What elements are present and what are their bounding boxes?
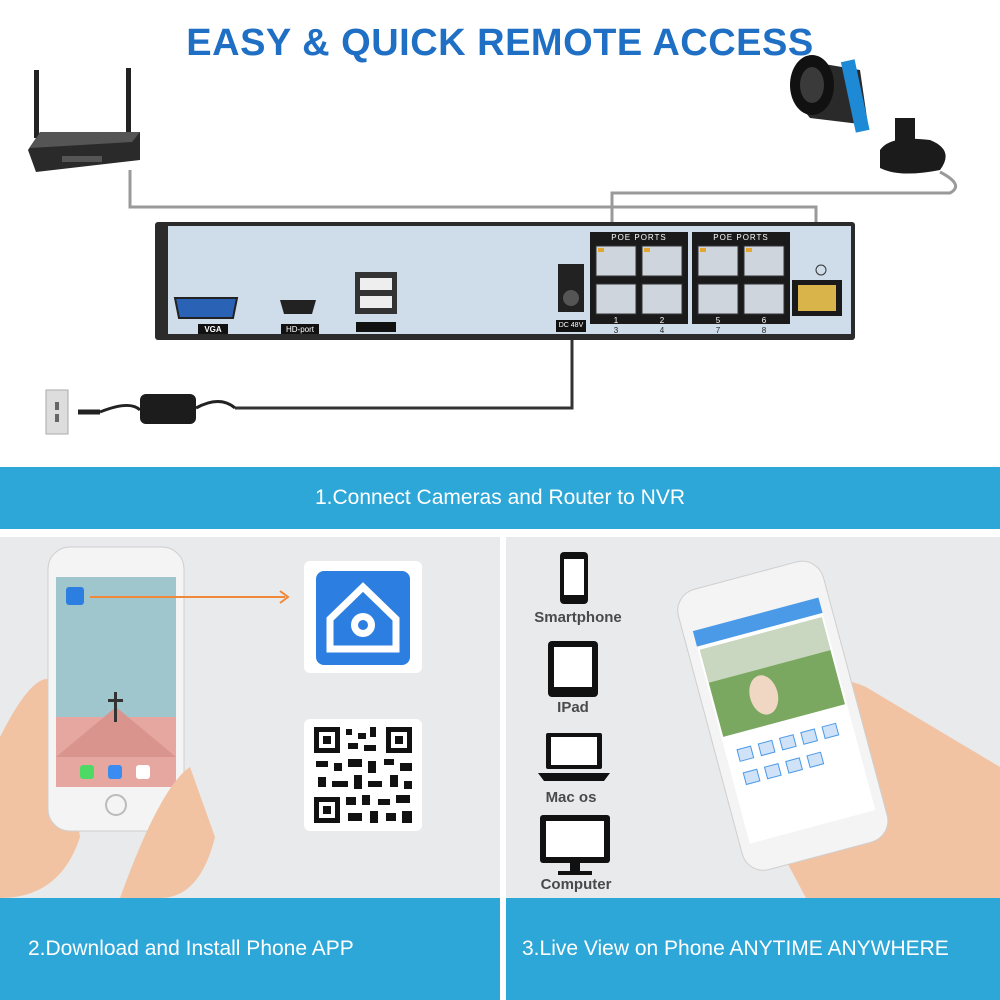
power-cable (235, 310, 574, 410)
smartphone-icon (560, 552, 588, 604)
hdmi-label: HD-port (285, 325, 314, 334)
poe-ports-label-1: POE PORTS (611, 233, 667, 242)
connection-diagram (28, 55, 958, 435)
poe-ports-label-2: POE PORTS (713, 233, 769, 242)
port-number: 4 (659, 326, 665, 335)
device-label-smartphone: Smartphone (534, 609, 622, 626)
step2-banner: 2.Download and Install Phone APP (0, 898, 500, 1000)
laptop-icon (538, 733, 610, 781)
device-icons-illustration (538, 552, 1000, 898)
step3-banner: 3.Live View on Phone ANYTIME ANYWHERE (506, 898, 1000, 1000)
page-title: EASY & QUICK REMOTE ACCESS (186, 22, 814, 64)
port-number: 5 (715, 316, 721, 325)
phone-install-illustration (0, 546, 422, 898)
port-number: 7 (715, 326, 721, 335)
app-mini-icon (66, 587, 84, 605)
dc-label: DC 48V (558, 322, 584, 329)
device-label-macos: Mac os (545, 789, 597, 806)
nvr-recorder (155, 222, 855, 340)
port-number: 8 (761, 326, 767, 335)
port-number: 2 (659, 316, 665, 325)
vga-label: VGA (204, 325, 222, 334)
device-label-ipad: IPad (557, 699, 589, 716)
monitor-icon (540, 815, 610, 875)
device-label-computer: Computer (540, 876, 612, 893)
bullet-camera-icon (790, 55, 946, 174)
vga-port (173, 297, 239, 319)
hdmi-port (280, 300, 316, 314)
power-adapter-icon (45, 389, 236, 435)
port-number: 6 (761, 316, 767, 325)
camera-cable (610, 170, 958, 255)
live-view-phone (677, 560, 889, 871)
router-icon (28, 68, 140, 172)
step1-banner: 1.Connect Cameras and Router to NVR (0, 467, 1000, 529)
tablet-icon (548, 641, 598, 697)
qr-code-icon (314, 727, 412, 823)
port-number: 1 (613, 316, 619, 325)
port-number: 3 (613, 326, 619, 335)
